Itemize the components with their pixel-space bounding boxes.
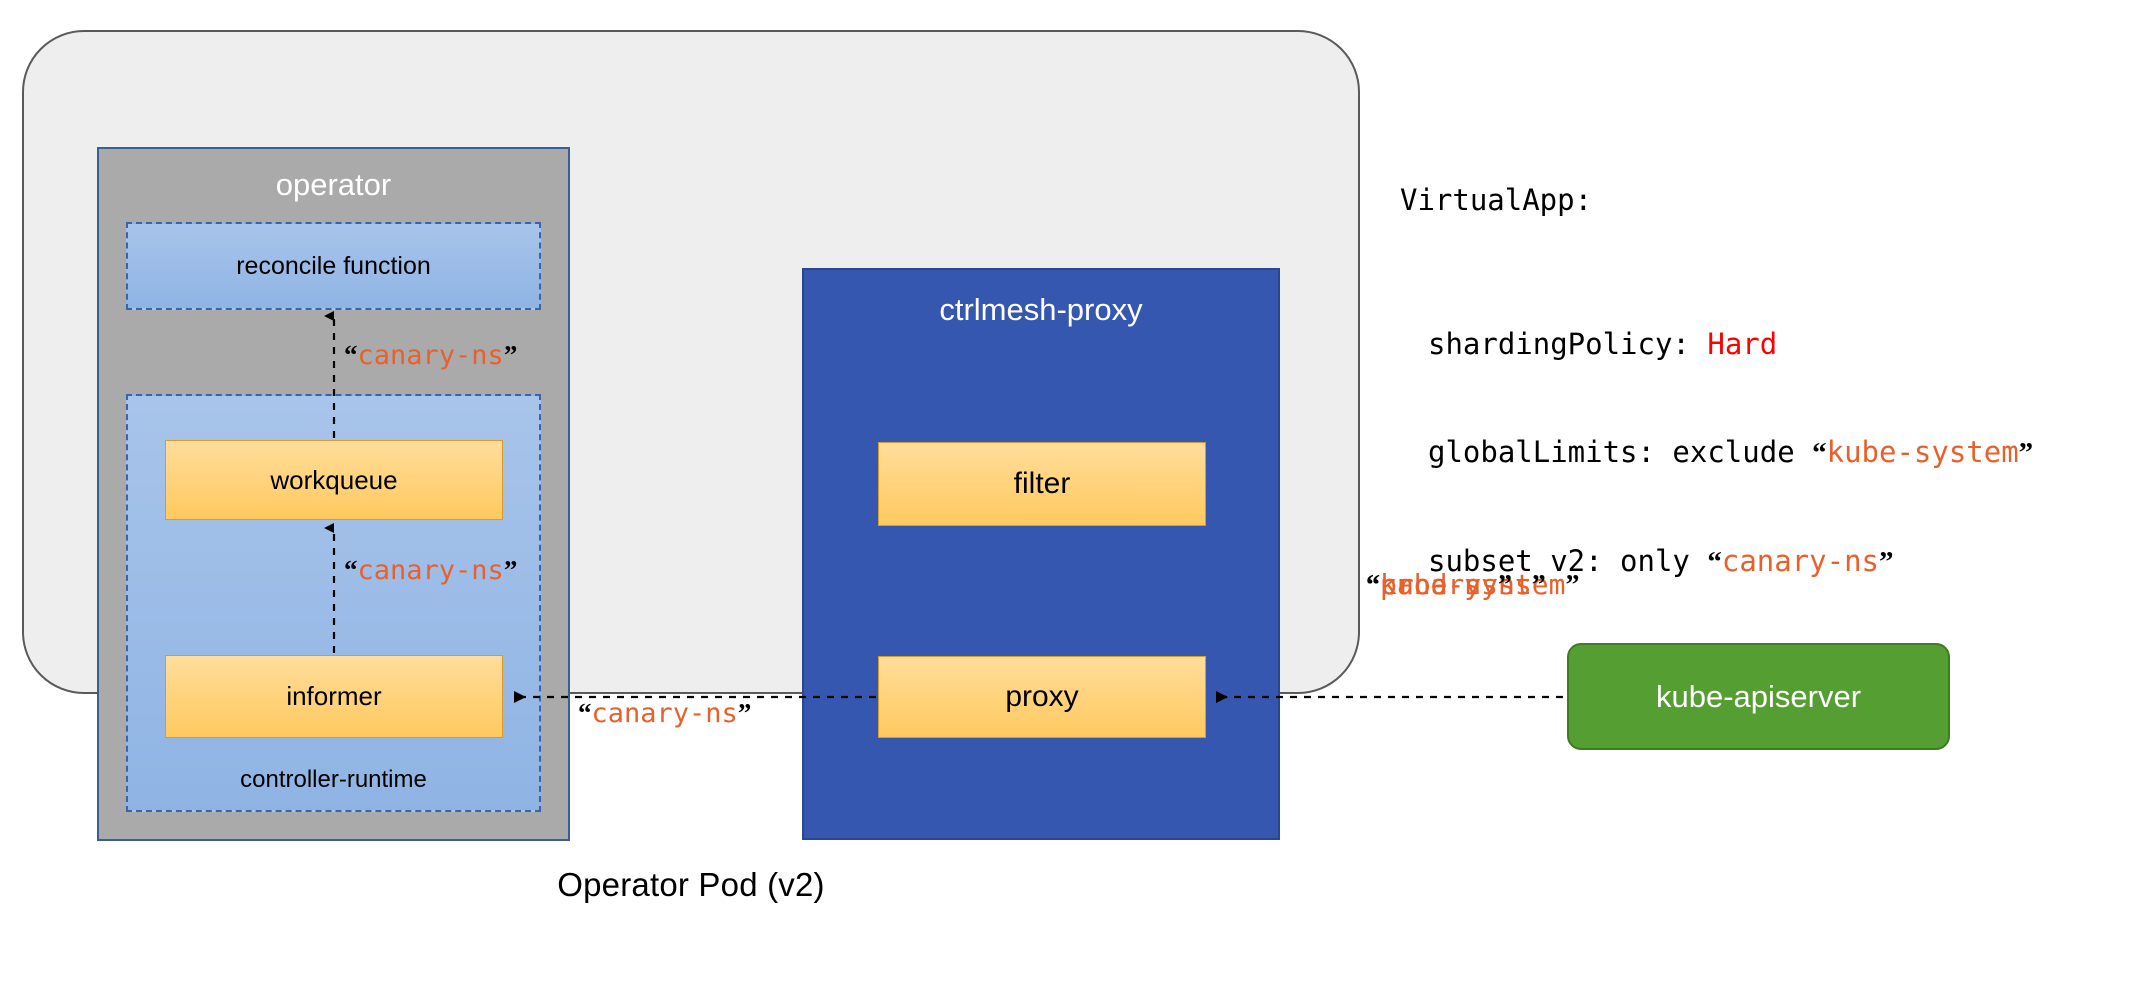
- quote-close-icon: ”: [2018, 437, 2034, 469]
- virtualapp-subset-line: subset v2: only “canary-ns”: [1400, 543, 2033, 580]
- global-limits-value: kube-system: [1826, 435, 2019, 469]
- quote-open-icon: “: [1366, 570, 1380, 601]
- edge-label-namespace: canary-ns: [357, 340, 504, 371]
- edge-label-informer-to-workqueue: “canary-ns”: [344, 555, 517, 586]
- quote-close-icon: ”: [503, 340, 518, 370]
- quote-close-icon: ”: [1565, 570, 1580, 601]
- virtualapp-config-block: VirtualApp: shardingPolicy: Hard globalL…: [1400, 110, 2033, 652]
- reconcile-function-box: reconcile function: [126, 222, 541, 310]
- quote-close-icon: ”: [1498, 570, 1513, 601]
- virtualapp-sharding-policy-line: shardingPolicy: Hard: [1400, 326, 2033, 362]
- subset-key: subset v2: only: [1428, 544, 1708, 578]
- quote-open-icon: “: [1812, 437, 1827, 469]
- edge-label-proxy-to-informer: “canary-ns”: [578, 698, 751, 729]
- namespace-item: “canary-ns”: [1366, 568, 1546, 603]
- quote-open-icon: “: [344, 555, 358, 585]
- global-limits-key: globalLimits: exclude: [1428, 435, 1813, 469]
- controller-runtime-label: controller-runtime: [240, 766, 427, 793]
- proxy-box: proxy: [878, 656, 1206, 738]
- namespace-item: “prod-ns”: [1366, 568, 1512, 603]
- namespace-label: prod-ns: [1380, 568, 1499, 601]
- namespace-item: “kube-system”: [1366, 568, 1579, 603]
- quote-open-icon: “: [1707, 546, 1722, 578]
- operator-title: operator: [275, 167, 392, 202]
- namespace-label: kube-system: [1380, 568, 1566, 601]
- namespace-label: canary-ns: [1380, 568, 1532, 601]
- quote-open-icon: “: [1366, 570, 1380, 601]
- sharding-policy-value: Hard: [1707, 327, 1778, 361]
- filter-box: filter: [878, 442, 1206, 526]
- subset-value: canary-ns: [1721, 544, 1879, 578]
- virtualapp-global-limits-line: globalLimits: exclude “kube-system”: [1400, 434, 2033, 471]
- edge-label-namespace: canary-ns: [591, 698, 738, 729]
- reconcile-function-label: reconcile function: [236, 251, 431, 280]
- workqueue-box: workqueue: [165, 440, 503, 520]
- edge-label-namespace: canary-ns: [357, 555, 504, 586]
- ctrlmesh-proxy-box: ctrlmesh-proxy: [802, 268, 1280, 840]
- quote-open-icon: “: [578, 698, 592, 728]
- quote-open-icon: “: [344, 340, 358, 370]
- sharding-policy-key: shardingPolicy:: [1428, 327, 1708, 361]
- quote-open-icon: “: [1366, 570, 1380, 601]
- informer-box: informer: [165, 655, 503, 738]
- virtualapp-title: VirtualApp:: [1400, 183, 1593, 217]
- quote-close-icon: ”: [1879, 546, 1894, 578]
- ctrlmesh-proxy-title: ctrlmesh-proxy: [939, 292, 1143, 327]
- quote-close-icon: ”: [503, 555, 518, 585]
- edge-label-workqueue-to-reconcile: “canary-ns”: [344, 340, 517, 371]
- kube-apiserver-box: kube-apiserver: [1567, 643, 1950, 750]
- quote-close-icon: ”: [1531, 570, 1546, 601]
- operator-pod-label: Operator Pod (v2): [557, 866, 825, 903]
- quote-close-icon: ”: [737, 698, 752, 728]
